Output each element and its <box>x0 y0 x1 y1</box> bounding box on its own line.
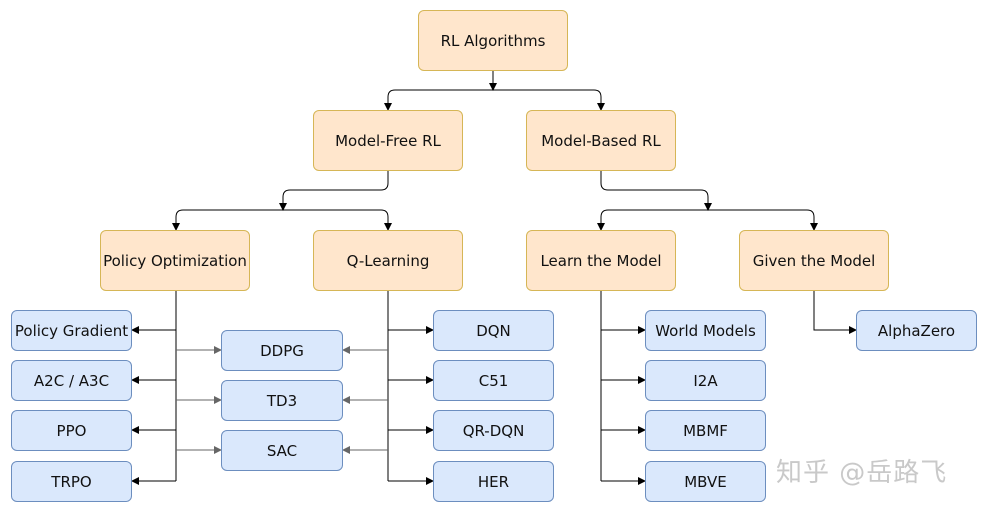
node-rl-algorithms: RL Algorithms <box>418 10 568 71</box>
edge-root-to-model-free <box>384 89 493 111</box>
node-her: HER <box>433 461 554 502</box>
node-i2a: I2A <box>645 360 766 401</box>
node-ppo: PPO <box>11 410 132 451</box>
node-world-models: World Models <box>645 310 766 351</box>
node-mbve: MBVE <box>645 461 766 502</box>
node-given-the-model: Given the Model <box>739 230 889 291</box>
node-model-based-rl: Model-Based RL <box>526 110 676 171</box>
node-ddpg: DDPG <box>221 330 343 371</box>
edge-model-free-trunk <box>279 171 389 211</box>
node-c51: C51 <box>433 360 554 401</box>
node-model-free-rl: Model-Free RL <box>313 110 463 171</box>
node-q-learning: Q-Learning <box>313 230 463 291</box>
node-td3: TD3 <box>221 380 343 421</box>
edge-model-based-trunk <box>600 171 712 211</box>
node-policy-optimization: Policy Optimization <box>100 230 250 291</box>
node-policy-gradient: Policy Gradient <box>11 310 132 351</box>
edge-model-free-to-policy-opt <box>172 209 283 231</box>
node-learn-the-model: Learn the Model <box>526 230 676 291</box>
edge-model-based-to-given <box>708 209 818 231</box>
node-qr-dqn: QR-DQN <box>433 410 554 451</box>
edge-to-alphazero <box>813 291 857 334</box>
edge-model-based-to-learn <box>597 209 708 231</box>
edge-model-free-to-q-learning <box>283 209 392 231</box>
node-a2c-a3c: A2C / A3C <box>11 360 132 401</box>
edge-root-to-model-based <box>493 89 605 111</box>
node-trpo: TRPO <box>11 461 132 502</box>
node-sac: SAC <box>221 430 343 471</box>
watermark: 知乎 @岳路飞 <box>776 458 948 488</box>
node-mbmf: MBMF <box>645 410 766 451</box>
node-alphazero: AlphaZero <box>856 310 977 351</box>
node-dqn: DQN <box>433 310 554 351</box>
